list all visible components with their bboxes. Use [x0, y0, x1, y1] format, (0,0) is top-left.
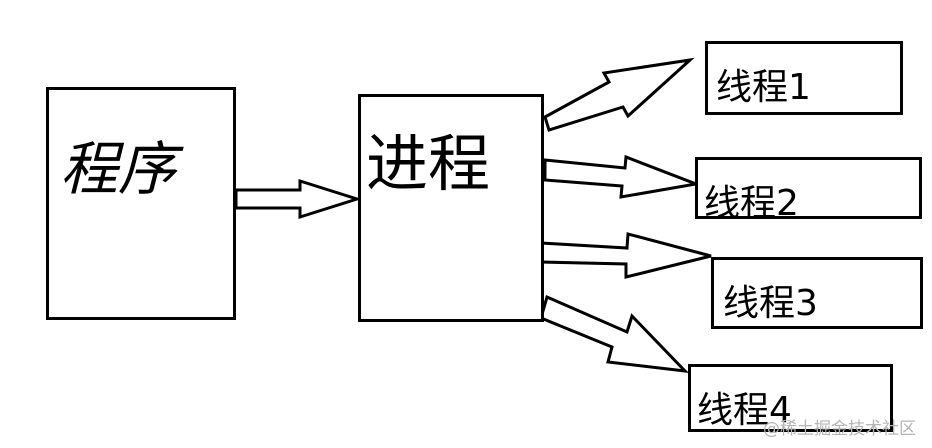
arrow-process-to-thread3 [539, 232, 712, 279]
program-box [46, 87, 236, 320]
watermark: @稀土掘金技术社区 [763, 419, 916, 439]
thread-3-label: 线程3 [723, 283, 818, 324]
arrow-process-to-thread1 [543, 57, 695, 132]
thread-2-box [695, 157, 922, 219]
arrow-program-to-process [234, 178, 362, 220]
process-box [358, 94, 544, 322]
thread-1-label: 线程1 [716, 67, 811, 108]
thread-1-box [705, 41, 903, 115]
arrow-process-to-thread4 [539, 294, 689, 373]
thread-3-box [711, 257, 923, 329]
thread-4-box [688, 364, 893, 432]
arrow-process-to-thread2 [543, 154, 702, 199]
thread-4-label: 线程4 [697, 390, 792, 431]
program-label: 程序 [60, 135, 177, 203]
thread-2-label: 线程2 [704, 183, 799, 224]
process-label: 进程 [366, 127, 491, 200]
